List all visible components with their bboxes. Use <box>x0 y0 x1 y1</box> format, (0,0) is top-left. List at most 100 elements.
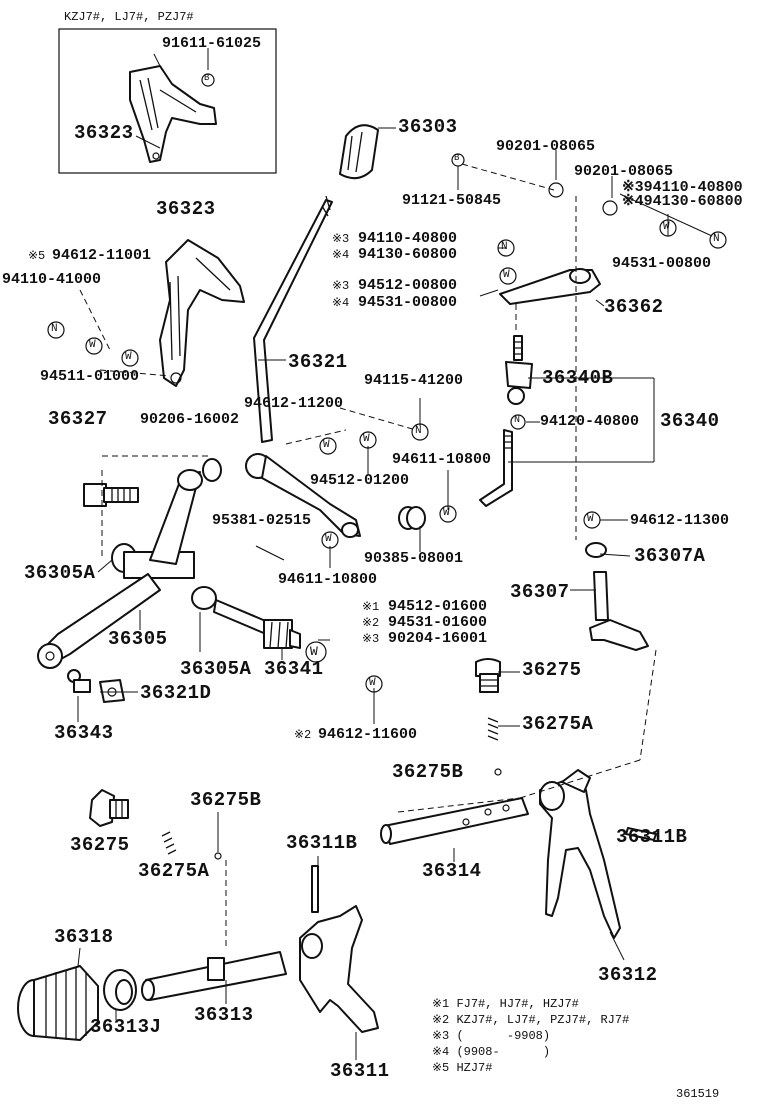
label-94120-40800[interactable]: 94120-40800 <box>540 413 640 430</box>
fork-36311 <box>299 905 379 1033</box>
label-90201-08065-a[interactable]: 90201-08065 <box>496 138 596 155</box>
label-94531-00800-a[interactable]: 94531-00800 <box>612 255 712 272</box>
label-94612-11300[interactable]: 94612-11300 <box>630 512 730 529</box>
label-36318[interactable]: 36318 <box>54 926 114 948</box>
marker-N-4: N <box>415 425 422 437</box>
dashed-lines <box>79 163 657 950</box>
marker-B-inset: B <box>204 73 210 83</box>
label-36303[interactable]: 36303 <box>398 116 458 138</box>
label-91121-50845[interactable]: 91121-50845 <box>402 192 502 209</box>
label-94531-00800[interactable]: 94531-00800 <box>358 294 458 311</box>
ball-36275B-left <box>214 852 222 860</box>
label-94115-41200[interactable]: 94115-41200 <box>364 372 464 389</box>
label-94612-11200[interactable]: 94612-11200 <box>244 395 344 412</box>
label-36312[interactable]: 36312 <box>598 964 658 986</box>
label-94531-01600[interactable]: 94531-01600 <box>388 614 488 631</box>
label-94612-11600[interactable]: 94612-11600 <box>318 726 418 743</box>
label-36275A-left[interactable]: 36275A <box>138 860 210 882</box>
label-36311B-right[interactable]: 36311B <box>616 826 688 848</box>
label-36275B-left[interactable]: 36275B <box>190 789 262 811</box>
pin-95381 <box>255 545 285 561</box>
shaft-36341 <box>213 599 301 649</box>
label-36305A[interactable]: 36305A <box>180 658 252 680</box>
mark-2b: ※2 <box>294 728 312 742</box>
label-36305A-left[interactable]: 36305A <box>24 562 96 584</box>
label-36307A[interactable]: 36307A <box>634 545 706 567</box>
label-90201-08065-b[interactable]: 90201-08065 <box>574 163 674 180</box>
label-90385-08001[interactable]: 90385-08001 <box>364 550 464 567</box>
label-36343[interactable]: 36343 <box>54 722 114 744</box>
label-94110-41000[interactable]: 94110-41000 <box>2 271 102 288</box>
shift-knob-36303 <box>339 124 379 180</box>
label-94512-01200[interactable]: 94512-01200 <box>310 472 410 489</box>
label-36341[interactable]: 36341 <box>264 658 324 680</box>
label-36362[interactable]: 36362 <box>604 296 664 318</box>
pin-36311B-right <box>625 827 657 841</box>
label-94512-00800[interactable]: 94512-00800 <box>358 277 458 294</box>
mark-2: ※2 <box>362 616 380 630</box>
ball-joint-36340B <box>505 335 533 405</box>
label-36275-left[interactable]: 36275 <box>70 834 130 856</box>
marker-W-11: W <box>369 677 376 689</box>
label-94611-10800-b[interactable]: 94611-10800 <box>278 571 378 588</box>
label-91611-61025[interactable]: 91611-61025 <box>162 35 262 52</box>
label-94512-01600[interactable]: 94512-01600 <box>388 598 488 615</box>
marker-W-3: W <box>89 339 96 351</box>
label-36313[interactable]: 36313 <box>194 1004 254 1026</box>
label-36340B[interactable]: 36340B <box>542 367 614 389</box>
clip-36307A <box>585 542 607 558</box>
ball-36275B-right <box>494 768 502 776</box>
note-1: ※1 FJ7#, HJ7#, HZJ7# <box>432 997 579 1011</box>
label-36327[interactable]: 36327 <box>48 408 108 430</box>
pin-36311B-left <box>311 865 319 913</box>
mark-1: ※1 <box>362 600 380 614</box>
marker-W-6: W <box>363 433 370 445</box>
label-36321D[interactable]: 36321D <box>140 682 212 704</box>
mark-3: ※3 <box>362 632 380 646</box>
label-90204-16001[interactable]: 90204-16001 <box>388 630 488 647</box>
rod-36340 <box>479 429 513 507</box>
lever-36362 <box>499 268 601 305</box>
note-3: ※3 ( -9908) <box>432 1029 551 1043</box>
label-94110-40800[interactable]: 94110-40800 <box>358 230 458 247</box>
marker-N-5: N <box>514 415 521 426</box>
shaft-36313 <box>141 951 287 1001</box>
label-36311B-left[interactable]: 36311B <box>286 832 358 854</box>
note-2: ※2 KZJ7#, LJ7#, PZJ7#, RJ7# <box>432 1013 630 1027</box>
label-36323[interactable]: 36323 <box>156 198 216 220</box>
bushing-90385 <box>398 506 426 530</box>
spring-36275A-left <box>161 831 177 855</box>
seal-36313J <box>103 969 137 1011</box>
label-394110-40800[interactable]: ※394110-40800 <box>622 179 743 196</box>
shaft-36314 <box>380 797 529 845</box>
label-494130-60800[interactable]: ※494130-60800 <box>622 193 743 210</box>
marker-N-1: N <box>713 233 720 245</box>
label-36340[interactable]: 36340 <box>660 410 720 432</box>
label-95381-02515[interactable]: 95381-02515 <box>212 512 312 529</box>
label-36275-top[interactable]: 36275 <box>522 659 582 681</box>
label-94612-11001[interactable]: 94612-11001 <box>52 247 152 264</box>
label-36323-inset[interactable]: 36323 <box>74 122 134 144</box>
marker-B: B <box>454 153 460 163</box>
label-36305[interactable]: 36305 <box>108 628 168 650</box>
note-5: ※5 HZJ7# <box>432 1061 493 1075</box>
mark-3a: ※3 <box>332 232 350 246</box>
label-36275B-right[interactable]: 36275B <box>392 761 464 783</box>
fork-36312 <box>539 769 621 939</box>
bolt-36327 <box>83 483 139 507</box>
label-36314[interactable]: 36314 <box>422 860 482 882</box>
label-36307[interactable]: 36307 <box>510 581 570 603</box>
lever-36305 <box>37 469 217 669</box>
label-94130-60800[interactable]: 94130-60800 <box>358 246 458 263</box>
label-94611-10800-a[interactable]: 94611-10800 <box>392 451 492 468</box>
label-36321[interactable]: 36321 <box>288 351 348 373</box>
label-36313J[interactable]: 36313J <box>90 1016 162 1038</box>
marker-W-5: W <box>323 439 330 451</box>
label-94511-01000[interactable]: 94511-01000 <box>40 368 140 385</box>
label-36275A-top[interactable]: 36275A <box>522 713 594 735</box>
note-4: ※4 (9908- ) <box>432 1045 551 1059</box>
label-90206-16002[interactable]: 90206-16002 <box>140 411 240 428</box>
label-36311[interactable]: 36311 <box>330 1060 390 1082</box>
inset-box <box>58 28 277 174</box>
